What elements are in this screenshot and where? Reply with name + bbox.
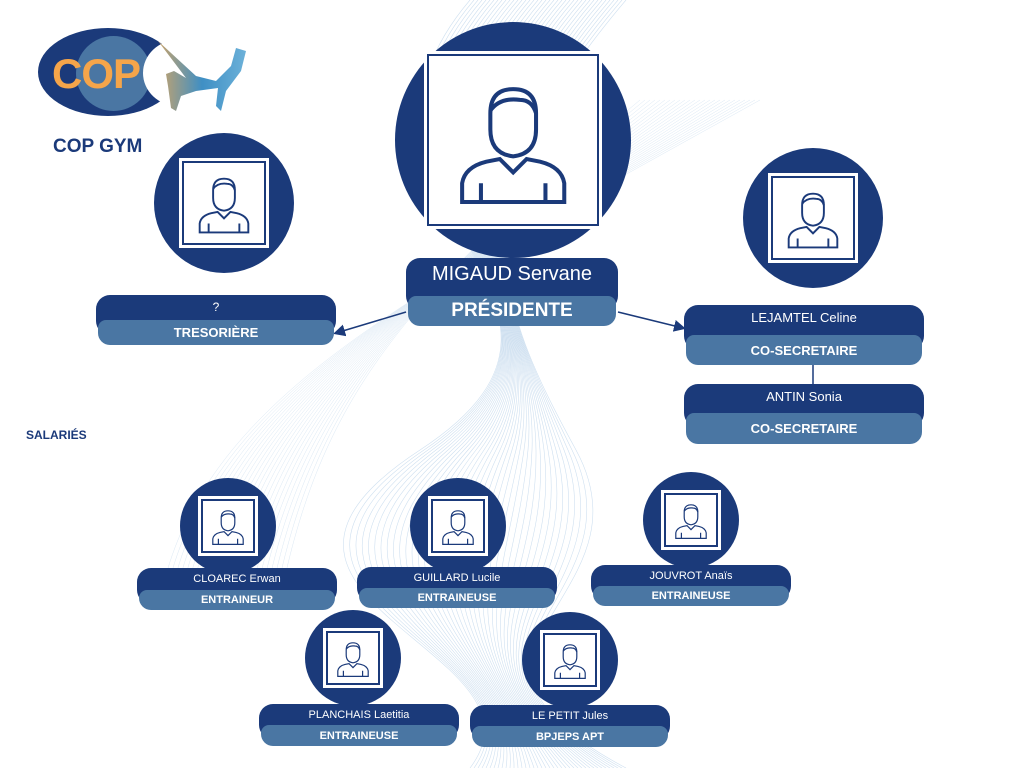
logo-caption: COP GYM [53, 136, 143, 157]
avatar-placeholder-icon [768, 173, 858, 263]
member-role: BPJEPS APT [472, 726, 668, 747]
avatar-placeholder-icon [540, 630, 600, 690]
logo: COP [38, 28, 253, 118]
avatar-placeholder-icon [198, 496, 258, 556]
avatar-placeholder-icon [179, 158, 269, 248]
arrow-to-co-secretaire [617, 311, 686, 332]
member-role: CO-SECRETAIRE [686, 335, 922, 365]
gymnast-icon [158, 41, 246, 111]
member-role: PRÉSIDENTE [408, 296, 616, 326]
member-role: CO-SECRETAIRE [686, 413, 922, 444]
avatar-placeholder-icon [323, 628, 383, 688]
member-role: ENTRAINEUSE [593, 586, 789, 606]
avatar-placeholder-icon [428, 496, 488, 556]
member-role: ENTRAINEUR [139, 590, 335, 610]
member-role: TRESORIÈRE [98, 320, 334, 345]
avatar-placeholder-icon [424, 51, 602, 229]
logo-text: COP [52, 50, 141, 97]
member-role: ENTRAINEUSE [359, 588, 555, 608]
member-role: ENTRAINEUSE [261, 725, 457, 746]
avatar-placeholder-icon [661, 490, 721, 550]
arrow-to-tresoriere [333, 311, 407, 337]
section-label-salaries: SALARIÉS [26, 428, 87, 442]
